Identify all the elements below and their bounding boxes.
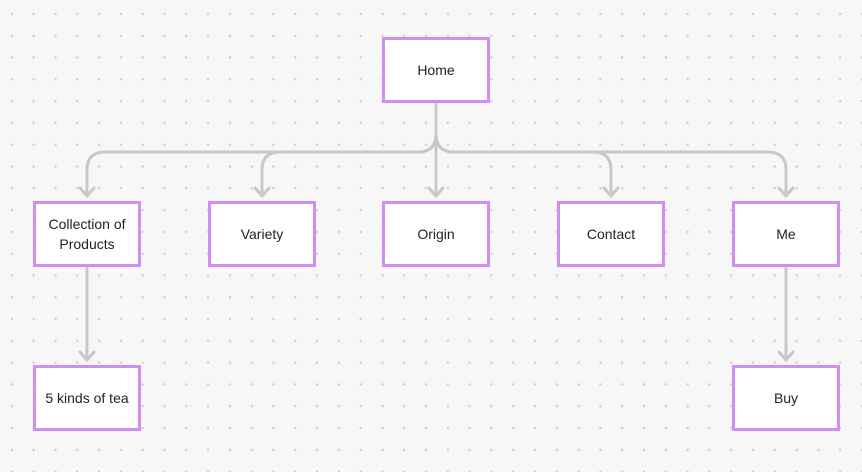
arrowhead-variety — [253, 186, 271, 198]
node-home[interactable]: Home — [382, 37, 490, 103]
node-collection-of-products-label: Collection of Products — [48, 215, 126, 252]
node-me-label: Me — [776, 225, 796, 242]
arrowhead-tea — [78, 350, 96, 362]
arrowhead-contact — [602, 186, 620, 198]
node-collection-of-products[interactable]: Collection of Products — [33, 201, 141, 267]
node-contact-label: Contact — [586, 225, 636, 242]
connector-home-me — [434, 132, 788, 198]
arrowhead-products — [78, 186, 96, 198]
node-5-kinds-of-tea-label: 5 kinds of tea — [45, 389, 129, 406]
node-contact[interactable]: Contact — [557, 201, 665, 267]
node-buy-label: Buy — [773, 389, 799, 406]
node-buy[interactable]: Buy — [732, 365, 840, 431]
node-5-kinds-of-tea[interactable]: 5 kinds of tea — [33, 365, 141, 431]
arrowhead-me — [777, 186, 795, 198]
connector-home-contact — [591, 150, 613, 198]
node-variety-label: Variety — [240, 225, 284, 242]
arrowhead-origin — [427, 186, 445, 198]
node-origin-label: Origin — [417, 225, 455, 242]
connector-home-variety — [260, 150, 282, 198]
node-me[interactable]: Me — [732, 201, 840, 267]
node-variety[interactable]: Variety — [208, 201, 316, 267]
node-origin[interactable]: Origin — [382, 201, 490, 267]
arrowhead-buy — [777, 350, 795, 362]
connector-home-products — [85, 132, 438, 198]
node-home-label: Home — [417, 61, 455, 78]
